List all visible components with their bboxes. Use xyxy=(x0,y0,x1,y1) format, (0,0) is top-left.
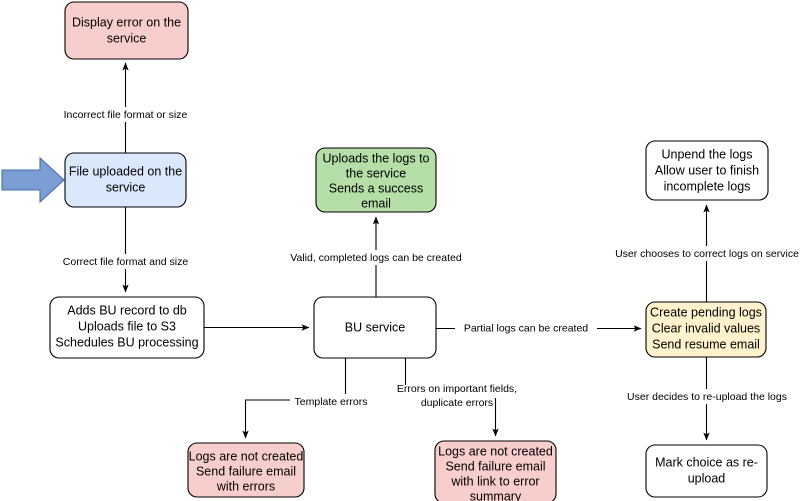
node-create-pending-logs-line-0: Create pending logs xyxy=(650,305,762,319)
node-unpend-logs-shape[interactable] xyxy=(645,140,769,201)
node-unpend-logs-line-2: incomplete logs xyxy=(664,179,751,193)
node-uploads-logs-line-0: Uploads the logs to xyxy=(322,151,429,165)
edge-label-template-errors: Template errors xyxy=(295,396,368,408)
edge-label-partial-logs: Partial logs can be created xyxy=(464,322,588,334)
label-bg xyxy=(290,394,372,409)
node-uploads-logs[interactable]: Uploads the logs to the service Sends a … xyxy=(315,147,437,213)
node-create-pending-logs-line-1: Clear invalid values xyxy=(652,321,760,335)
node-uploads-logs-line-1: the service xyxy=(346,166,406,180)
node-adds-bu-record-line-2: Schedules BU processing xyxy=(55,335,198,349)
nodes-group: Display error on the service File upload… xyxy=(49,1,769,501)
node-display-error-shape[interactable] xyxy=(64,1,189,60)
start-arrow[interactable] xyxy=(1,156,65,204)
node-unpend-logs-line-0: Unpend the logs xyxy=(661,147,752,161)
label-bg xyxy=(606,246,801,261)
node-logs-not-created-template-line-2: with errors xyxy=(216,479,275,493)
label-bg xyxy=(282,250,470,265)
edge-label-incorrect-format: Incorrect file format or size xyxy=(64,109,188,121)
node-file-uploaded-line-0: File uploaded on the xyxy=(69,164,182,178)
node-create-pending-logs-shape[interactable] xyxy=(645,301,767,358)
node-file-uploaded-shape[interactable] xyxy=(64,152,187,208)
node-file-uploaded[interactable]: File uploaded on the service xyxy=(64,152,187,208)
node-adds-bu-record-line-0: Adds BU record to db xyxy=(67,303,187,317)
node-mark-choice-reupload-line-0: Mark choice as re- xyxy=(655,455,758,469)
node-display-error-line-1: service xyxy=(107,31,147,45)
node-bu-service-shape[interactable] xyxy=(313,296,437,359)
edge-label-correct-format: Correct file format and size xyxy=(63,256,189,268)
node-logs-not-created-summary-line-2: with link to error xyxy=(450,474,539,488)
node-display-error-line-0: Display error on the xyxy=(72,15,181,29)
node-unpend-logs-line-1: Allow user to finish xyxy=(655,163,759,177)
edge-label-valid-logs: Valid, completed logs can be created xyxy=(290,252,462,264)
node-logs-not-created-summary-line-0: Logs are not created xyxy=(438,444,553,458)
node-logs-not-created-template-shape[interactable] xyxy=(187,442,305,498)
node-logs-not-created-summary-line-3: summary xyxy=(470,489,522,501)
node-bu-service-line-0: BU service xyxy=(345,320,405,334)
node-file-uploaded-line-1: service xyxy=(106,180,146,194)
node-create-pending-logs[interactable]: Create pending logs Clear invalid values… xyxy=(645,301,767,358)
node-uploads-logs-shape[interactable] xyxy=(315,147,437,213)
edge-label-user-reuploads: User decides to re-upload the logs xyxy=(627,391,787,403)
node-logs-not-created-summary-shape[interactable] xyxy=(434,440,557,501)
node-mark-choice-reupload-shape[interactable] xyxy=(645,444,768,498)
node-logs-not-created-template-line-1: Send failure email xyxy=(196,464,296,478)
node-uploads-logs-line-3: email xyxy=(361,196,391,210)
node-bu-service[interactable]: BU service xyxy=(313,296,437,359)
node-adds-bu-record[interactable]: Adds BU record to db Uploads file to S3 … xyxy=(49,296,205,359)
edge-label-important-field-errors-line1: Errors on important fields, xyxy=(397,383,517,395)
label-bg xyxy=(54,254,197,269)
node-logs-not-created-template[interactable]: Logs are not created Send failure email … xyxy=(187,442,305,498)
edge-label-important-field-errors-line2: duplicate errors xyxy=(421,397,493,409)
node-adds-bu-record-line-1: Uploads file to S3 xyxy=(78,319,176,333)
node-create-pending-logs-line-2: Send resume email xyxy=(652,337,760,351)
node-unpend-logs[interactable]: Unpend the logs Allow user to finish inc… xyxy=(645,140,769,201)
node-mark-choice-reupload[interactable]: Mark choice as re- upload xyxy=(645,444,768,498)
node-logs-not-created-template-line-0: Logs are not created xyxy=(189,449,304,463)
edge-label-user-corrects: User chooses to correct logs on service xyxy=(615,248,799,260)
start-arrow-shape[interactable] xyxy=(1,156,65,204)
edge-labels-group: Incorrect file format or size Correct fi… xyxy=(52,107,801,409)
node-uploads-logs-line-2: Sends a success xyxy=(329,181,424,195)
node-logs-not-created-summary-line-1: Send failure email xyxy=(445,459,545,473)
node-logs-not-created-summary[interactable]: Logs are not created Send failure email … xyxy=(434,440,557,501)
node-display-error[interactable]: Display error on the service xyxy=(64,1,189,60)
label-bg xyxy=(455,321,597,336)
label-bg xyxy=(52,107,199,122)
label-bg xyxy=(617,389,797,404)
node-adds-bu-record-shape[interactable] xyxy=(49,296,205,359)
node-mark-choice-reupload-line-1: upload xyxy=(688,471,726,485)
